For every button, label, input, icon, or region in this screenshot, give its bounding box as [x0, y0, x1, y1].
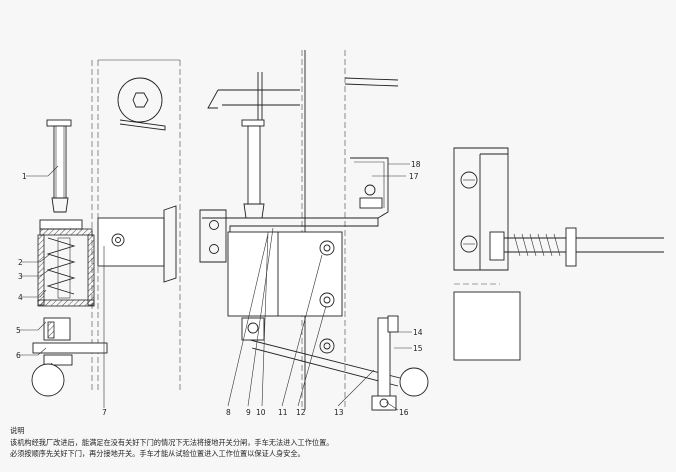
callout-12: 12	[296, 408, 306, 417]
callout-13: 13	[334, 408, 344, 417]
callout-14: 14	[413, 328, 423, 337]
callout-3: 3	[18, 272, 23, 281]
callout-17: 17	[409, 172, 419, 181]
callout-16: 16	[399, 408, 409, 417]
right-view	[453, 147, 664, 361]
callout-18: 18	[411, 160, 421, 169]
left-view	[31, 59, 181, 397]
callout-10: 10	[256, 408, 266, 417]
notes-line-1: 该机构经我厂改进后，能满足在没有关好下门的情况下无法将接地开关分闸，手车无法进入…	[10, 437, 334, 447]
callout-11: 11	[278, 408, 288, 417]
callout-labels: 1 2 3 4 5 6 7 8 9 10 11 12 13 14 15 16 1…	[16, 160, 423, 417]
notes-heading: 说明	[10, 426, 25, 435]
notes-line-2: 必须按顺序先关好下门，再分接地开关。手车才能从试验位置进入工作位置以保证人身安全…	[10, 449, 305, 458]
callout-1: 1	[22, 172, 27, 181]
callout-9: 9	[246, 408, 251, 417]
callout-7: 7	[102, 408, 107, 417]
callout-5: 5	[16, 326, 21, 335]
callout-8: 8	[226, 408, 231, 417]
callout-6: 6	[16, 351, 21, 360]
callout-4: 4	[18, 293, 23, 302]
middle-view	[199, 50, 429, 411]
leaders	[20, 163, 412, 411]
callout-2: 2	[18, 258, 23, 267]
callout-15: 15	[413, 344, 423, 353]
notes-block: 说明 该机构经我厂改进后，能满足在没有关好下门的情况下无法将接地开关分闸，手车无…	[10, 425, 610, 460]
